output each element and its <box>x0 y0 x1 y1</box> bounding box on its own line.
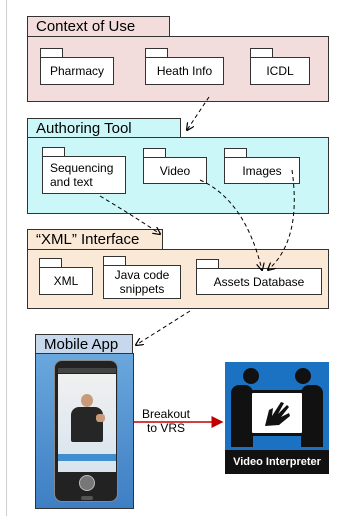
icdl-label: ICDL <box>250 57 310 85</box>
assets-database-package: Assets Database <box>196 259 322 295</box>
java-snippets-package: Java code snippets <box>103 256 181 299</box>
context-of-use-tab: Context of Use <box>27 16 170 37</box>
java-snippets-label: Java code snippets <box>103 265 181 299</box>
xml-label: XML <box>39 267 93 295</box>
phone-screenshot <box>35 353 134 509</box>
breakout-label: Breakout to VRS <box>141 407 191 435</box>
right-person-body <box>301 385 323 447</box>
left-person-head <box>243 368 259 384</box>
heath-info-package: Heath Info <box>145 48 224 85</box>
icdl-package: ICDL <box>250 48 310 85</box>
mobile-app-tab: Mobile App <box>35 334 133 354</box>
xml-interface-tab: “XML” Interface <box>27 229 163 250</box>
assets-database-label: Assets Database <box>196 268 322 295</box>
phone-status-bar <box>58 368 116 373</box>
images-label: Images <box>224 157 300 184</box>
phone-call-button <box>79 475 95 491</box>
arrow-images-to-assets <box>268 169 295 270</box>
phone-body <box>54 360 118 502</box>
heath-info-label: Heath Info <box>145 57 224 85</box>
video-label: Video <box>143 157 207 184</box>
arrow-context-to-authoring <box>187 96 210 130</box>
signer-hand <box>96 414 105 422</box>
signer-body <box>71 407 103 442</box>
phone-caption-bar <box>58 454 116 461</box>
authoring-tool-title: Authoring Tool <box>36 120 132 137</box>
pharmacy-label: Pharmacy <box>40 57 114 85</box>
interpreter-label: Video Interpreter <box>233 456 321 468</box>
arrow-xml-to-mobile <box>136 310 191 345</box>
xml-package: XML <box>39 258 93 295</box>
video-package: Video <box>143 148 207 184</box>
context-of-use-title: Context of Use <box>36 18 136 35</box>
mobile-app-title: Mobile App <box>44 336 119 353</box>
arrow-sequencing-to-xml <box>99 195 160 234</box>
left-margin-rule <box>6 0 7 516</box>
signer-head <box>81 394 93 407</box>
pharmacy-package: Pharmacy <box>40 48 114 85</box>
signing-hands-icon <box>259 396 295 430</box>
left-person-body <box>231 385 253 447</box>
right-person-head <box>295 368 311 384</box>
authoring-tool-tab: Authoring Tool <box>27 118 181 138</box>
sequencing-package: Sequencing and text <box>42 147 126 194</box>
phone-video-screen <box>58 374 116 472</box>
images-package: Images <box>224 148 300 184</box>
phone-home-button <box>81 496 93 500</box>
sign-panel <box>249 390 305 436</box>
sequencing-label: Sequencing and text <box>42 156 126 194</box>
arrow-video-to-assets <box>199 179 262 270</box>
xml-interface-title: “XML” Interface <box>36 231 140 248</box>
video-interpreter-tile: Video Interpreter <box>225 362 329 474</box>
interpreter-caption-bar <box>225 450 329 474</box>
